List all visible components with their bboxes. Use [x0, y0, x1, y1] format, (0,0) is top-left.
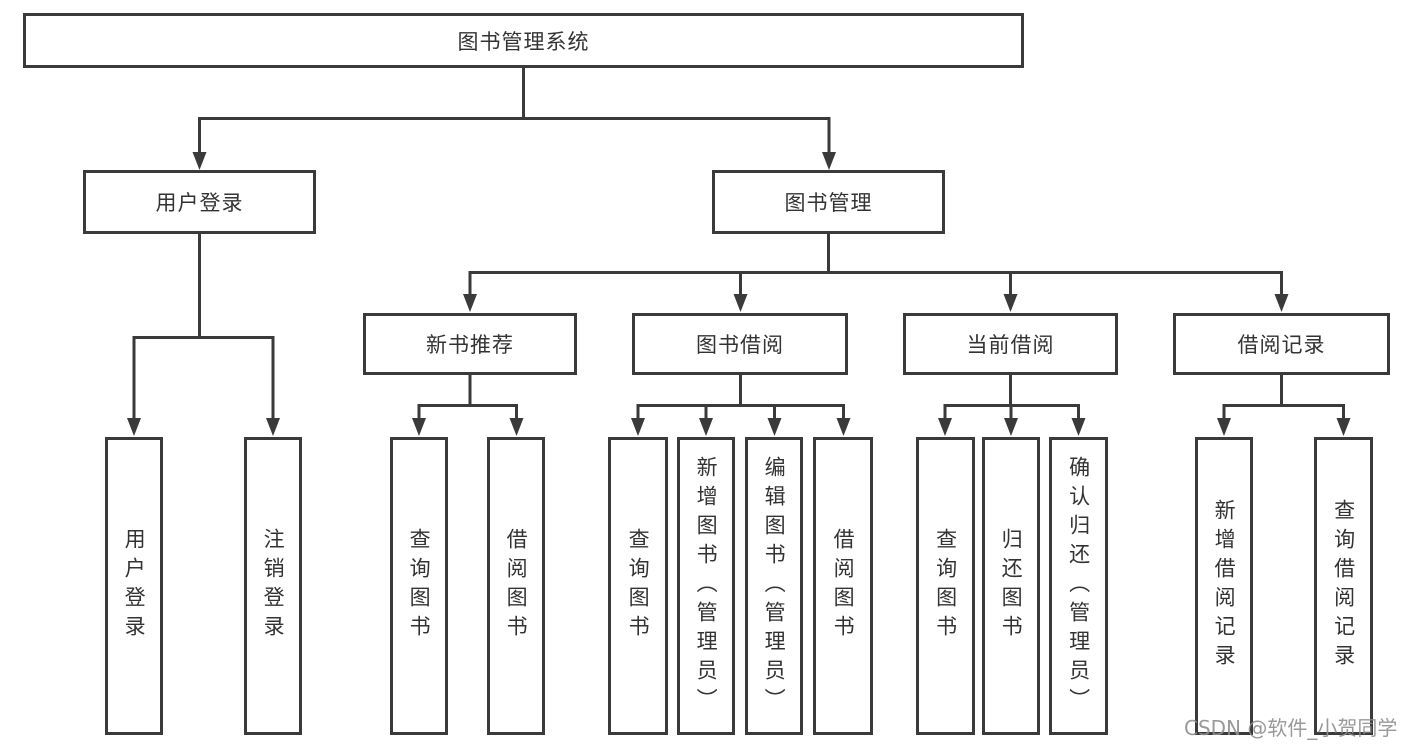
node-label: 用户登录 [122, 528, 147, 644]
node-label: 借阅图书 [831, 528, 856, 644]
node-leaf-user-login: 用户登录 [105, 437, 163, 735]
arrowhead-br-query [1336, 418, 1351, 436]
node-leaf-query-books-3: 查询图书 [916, 437, 975, 735]
node-leaf-borrow-books-1: 借阅图书 [487, 437, 545, 735]
node-label: 查询图书 [626, 528, 651, 644]
node-book-management-system: 图书管理系统 [23, 13, 1024, 68]
node-book-borrow: 图书借阅 [632, 313, 848, 375]
arrowhead-bb-query [631, 418, 645, 436]
node-label: 图书管理 [784, 191, 873, 215]
node-label: 图书借阅 [696, 333, 784, 357]
node-label: 图书管理系统 [457, 29, 590, 54]
node-label: 归还图书 [999, 528, 1024, 644]
node-label: 注销登录 [261, 528, 286, 644]
arrowhead-bb-edit [767, 418, 782, 436]
arrowhead-cb-return [1004, 418, 1018, 436]
node-leaf-query-books-1: 查询图书 [390, 437, 448, 735]
node-label: 编辑图书（管理员） [762, 455, 787, 717]
arrowhead-borrow-records [1274, 294, 1289, 312]
arrowhead-login-leaf [127, 418, 141, 436]
arrowhead-logout-leaf [266, 418, 280, 436]
node-book-management-module: 图书管理 [712, 170, 945, 234]
node-label: 新增图书（管理员） [694, 455, 719, 717]
node-new-book-recommend: 新书推荐 [363, 313, 577, 375]
node-borrow-records: 借阅记录 [1173, 313, 1390, 375]
node-leaf-borrow-books-2: 借阅图书 [813, 437, 873, 735]
arrowhead-user-login [192, 152, 207, 170]
node-label: 借阅图书 [504, 528, 529, 644]
arrowhead-book-borrow [733, 294, 748, 312]
node-leaf-add-books-admin: 新增图书（管理员） [677, 437, 735, 735]
arrowhead-bb-add [699, 418, 713, 436]
node-label: 确认归还（管理员） [1066, 455, 1091, 717]
arrowhead-cb-confirm [1071, 418, 1086, 436]
node-user-login-module: 用户登录 [83, 170, 316, 234]
node-label: 查询图书 [407, 528, 432, 644]
node-leaf-logout: 注销登录 [244, 437, 302, 735]
arrowhead-bb-borrow [836, 418, 851, 436]
arrowhead-book-mgmt [822, 152, 836, 170]
node-leaf-query-borrow-record: 查询借阅记录 [1314, 437, 1373, 735]
node-label: 新书推荐 [426, 333, 514, 357]
node-leaf-edit-books-admin: 编辑图书（管理员） [745, 437, 803, 735]
node-current-borrow: 当前借阅 [903, 313, 1118, 375]
arrowhead-br-add [1217, 418, 1231, 436]
csdn-watermark: CSDN @软件_小贺同学 [1184, 716, 1398, 740]
arrowhead-nb-query [412, 418, 426, 436]
arrowhead-nb-borrow [509, 418, 524, 436]
node-label: 查询图书 [933, 528, 958, 644]
node-label: 借阅记录 [1237, 333, 1326, 357]
node-leaf-confirm-return-admin: 确认归还（管理员） [1049, 437, 1108, 735]
node-label: 用户登录 [155, 191, 244, 215]
node-leaf-query-books-2: 查询图书 [608, 437, 668, 735]
node-leaf-return-books: 归还图书 [982, 437, 1040, 735]
arrowhead-current-borrow [1003, 294, 1018, 312]
node-label: 查询借阅记录 [1331, 499, 1356, 673]
arrowhead-new-book [463, 294, 477, 312]
node-label: 新增借阅记录 [1212, 499, 1237, 673]
node-leaf-add-borrow-record: 新增借阅记录 [1195, 437, 1253, 735]
arrowhead-cb-query [938, 418, 952, 436]
node-label: 当前借阅 [966, 333, 1055, 357]
